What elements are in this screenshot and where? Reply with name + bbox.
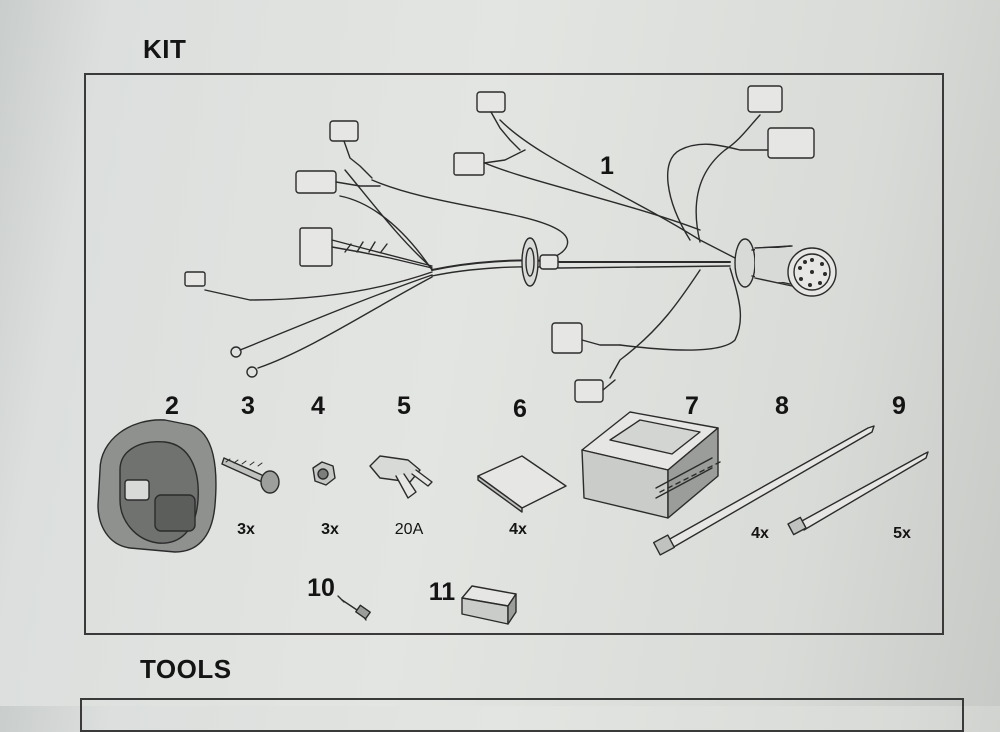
item-quantity-5: 20A xyxy=(394,521,424,538)
item-quantity-6: 4x xyxy=(509,521,527,538)
item-quantity-8: 4x xyxy=(751,525,769,542)
long-cable-tie-part xyxy=(652,425,875,556)
item-number-10: 10 xyxy=(307,574,335,602)
item-number-3: 3 xyxy=(241,392,255,420)
kit-illustration xyxy=(97,85,929,625)
small-connector-part xyxy=(337,595,371,621)
kit-heading: KIT xyxy=(143,34,187,64)
bolt-part xyxy=(221,457,280,494)
socket-part xyxy=(97,419,217,553)
nut-part xyxy=(312,461,336,486)
kit-frame xyxy=(84,73,944,635)
adhesive-pad-part xyxy=(477,455,567,513)
item-number-1: 1 xyxy=(600,152,614,180)
control-module-part xyxy=(581,411,721,519)
item-quantity-4: 3x xyxy=(321,521,339,538)
item-number-6: 6 xyxy=(513,395,527,423)
wiring-harness xyxy=(184,85,837,403)
item-number-7: 7 xyxy=(685,392,699,420)
item-number-5: 5 xyxy=(397,392,411,420)
item-number-9: 9 xyxy=(892,392,906,420)
fuse-part xyxy=(369,455,433,499)
item-number-4: 4 xyxy=(311,392,325,420)
item-number-11: 11 xyxy=(428,578,456,606)
item-number-2: 2 xyxy=(165,392,179,420)
item-quantity-9: 5x xyxy=(893,525,911,542)
tools-heading: TOOLS xyxy=(140,654,232,684)
item-number-8: 8 xyxy=(775,392,789,420)
short-cable-tie-part xyxy=(787,451,929,536)
item-quantity-3: 3x xyxy=(237,521,255,538)
connector-housing-part xyxy=(461,585,517,625)
